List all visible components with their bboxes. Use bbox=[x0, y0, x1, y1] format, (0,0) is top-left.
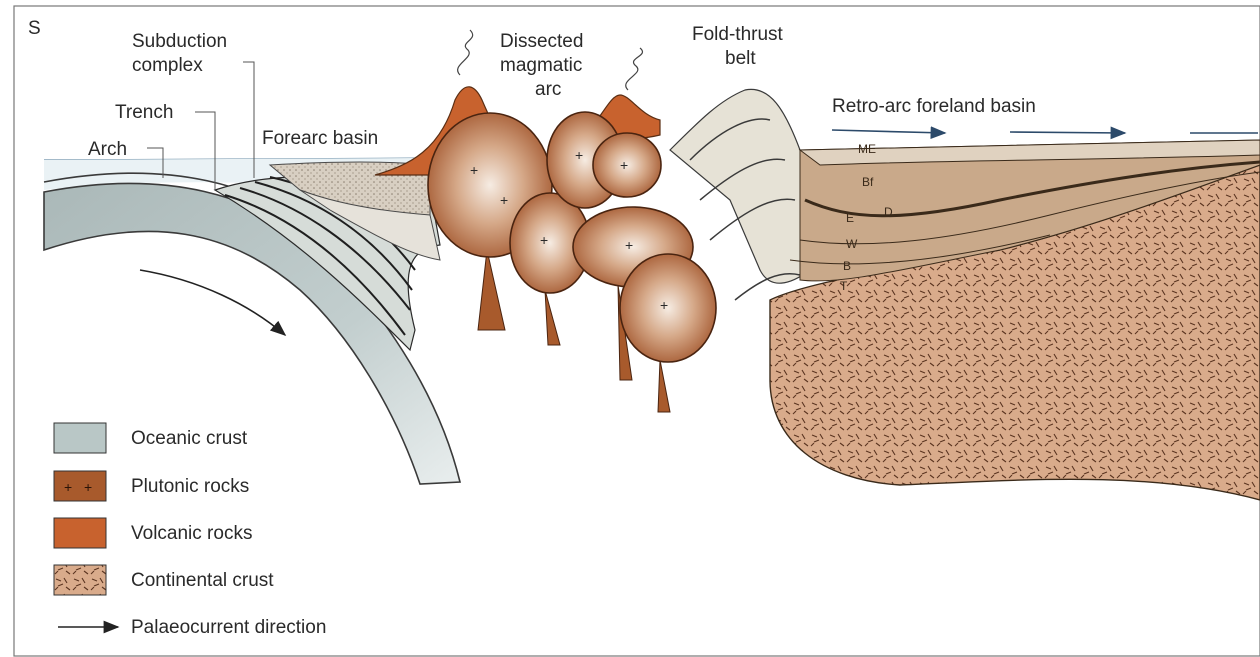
legend-label-plutonic: Plutonic rocks bbox=[131, 476, 249, 497]
legend-label-volcanic: Volcanic rocks bbox=[131, 523, 252, 544]
svg-text:+: + bbox=[64, 479, 72, 495]
label-fold-thrust-1: Fold-thrust bbox=[692, 24, 784, 45]
label-subduction-complex-1: Subduction bbox=[132, 31, 227, 52]
label-fold-thrust-2: belt bbox=[725, 48, 756, 69]
label-magmatic-arc-3: arc bbox=[535, 79, 561, 100]
unit-d: D bbox=[884, 205, 893, 219]
label-magmatic-arc-1: Dissected bbox=[500, 31, 583, 52]
legend-swatch-volcanic bbox=[54, 518, 106, 548]
svg-text:+: + bbox=[620, 157, 628, 173]
svg-text:+: + bbox=[84, 479, 92, 495]
unit-e: E bbox=[846, 211, 854, 225]
unit-bf: Bf bbox=[862, 175, 874, 189]
legend-label-oceanic: Oceanic crust bbox=[131, 428, 248, 449]
label-magmatic-arc-2: magmatic bbox=[500, 55, 582, 76]
label-retro-arc-basin: Retro-arc foreland basin bbox=[832, 96, 1036, 117]
legend-swatch-oceanic bbox=[54, 423, 106, 453]
unit-b: B bbox=[843, 259, 851, 273]
label-subduction-complex-2: complex bbox=[132, 55, 203, 76]
svg-text:+: + bbox=[660, 297, 668, 313]
corner-label: S bbox=[28, 18, 41, 39]
legend-label-continental: Continental crust bbox=[131, 570, 274, 591]
legend-label-palaeocurrent: Palaeocurrent direction bbox=[131, 617, 326, 638]
legend-swatch-continental bbox=[54, 565, 106, 595]
svg-text:+: + bbox=[500, 192, 508, 208]
svg-text:+: + bbox=[575, 147, 583, 163]
unit-me: ME bbox=[858, 142, 876, 156]
unit-t: T bbox=[840, 279, 848, 293]
label-forearc-basin: Forearc basin bbox=[262, 128, 378, 149]
svg-text:+: + bbox=[625, 237, 633, 253]
unit-w: W bbox=[846, 237, 858, 251]
svg-text:+: + bbox=[540, 232, 548, 248]
label-trench: Trench bbox=[115, 102, 173, 123]
svg-text:+: + bbox=[470, 162, 478, 178]
label-arch: Arch bbox=[88, 139, 127, 160]
legend-swatch-plutonic bbox=[54, 471, 106, 501]
